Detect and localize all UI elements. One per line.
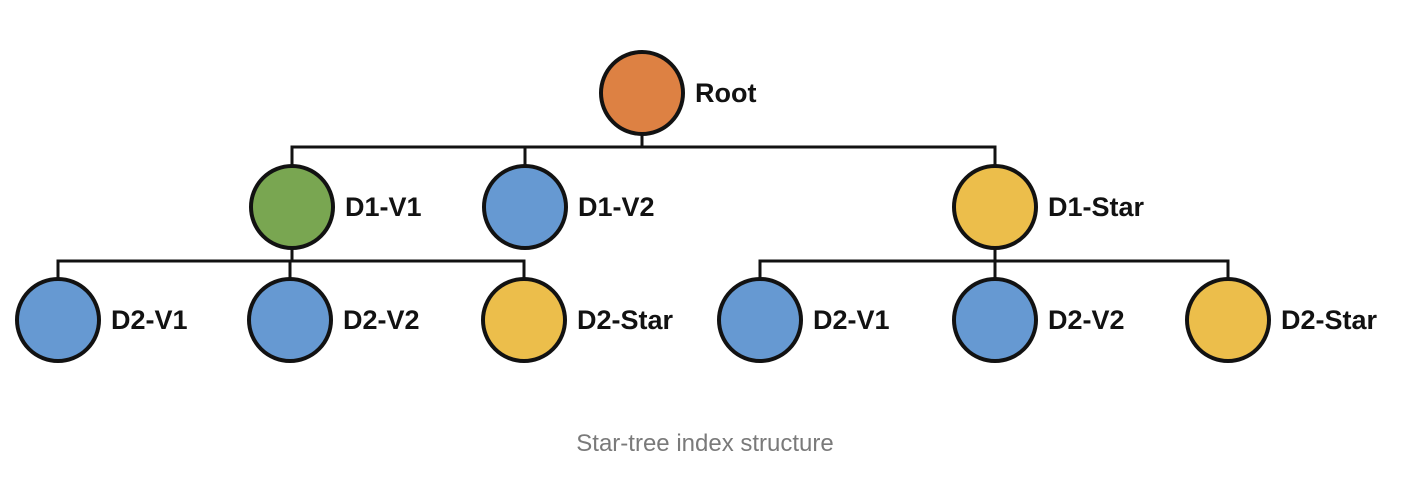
node-circle bbox=[481, 277, 567, 363]
tree-node-d2-v1: D2-V1 bbox=[717, 277, 890, 363]
tree-node-d1-star: D1-Star bbox=[952, 164, 1145, 250]
tree-node-root: Root bbox=[599, 50, 756, 136]
tree-node-d2-v2: D2-V2 bbox=[952, 277, 1125, 363]
node-label: D2-V2 bbox=[343, 305, 420, 335]
node-circle bbox=[247, 277, 333, 363]
node-circle bbox=[15, 277, 101, 363]
tree-node-d2-star: D2-Star bbox=[1185, 277, 1378, 363]
node-circle bbox=[717, 277, 803, 363]
node-label: D2-V2 bbox=[1048, 305, 1125, 335]
node-label: D2-V1 bbox=[813, 305, 890, 335]
node-circle bbox=[482, 164, 568, 250]
figure-caption: Star-tree index structure bbox=[576, 430, 834, 457]
node-circle bbox=[599, 50, 685, 136]
node-label: D2-V1 bbox=[111, 305, 188, 335]
tree-node-d2-v2: D2-V2 bbox=[247, 277, 420, 363]
node-circle bbox=[1185, 277, 1271, 363]
node-circle bbox=[952, 277, 1038, 363]
node-label: D1-V1 bbox=[345, 192, 422, 222]
tree-node-d1-v2: D1-V2 bbox=[482, 164, 655, 250]
tree-node-d1-v1: D1-V1 bbox=[249, 164, 422, 250]
tree-node-d2-star: D2-Star bbox=[481, 277, 674, 363]
node-label: D2-Star bbox=[1281, 305, 1378, 335]
node-label: Root bbox=[695, 78, 756, 108]
tree-node-d2-v1: D2-V1 bbox=[15, 277, 188, 363]
node-circle bbox=[249, 164, 335, 250]
node-label: D1-V2 bbox=[578, 192, 655, 222]
node-circle bbox=[952, 164, 1038, 250]
node-label: D1-Star bbox=[1048, 192, 1145, 222]
node-label: D2-Star bbox=[577, 305, 674, 335]
